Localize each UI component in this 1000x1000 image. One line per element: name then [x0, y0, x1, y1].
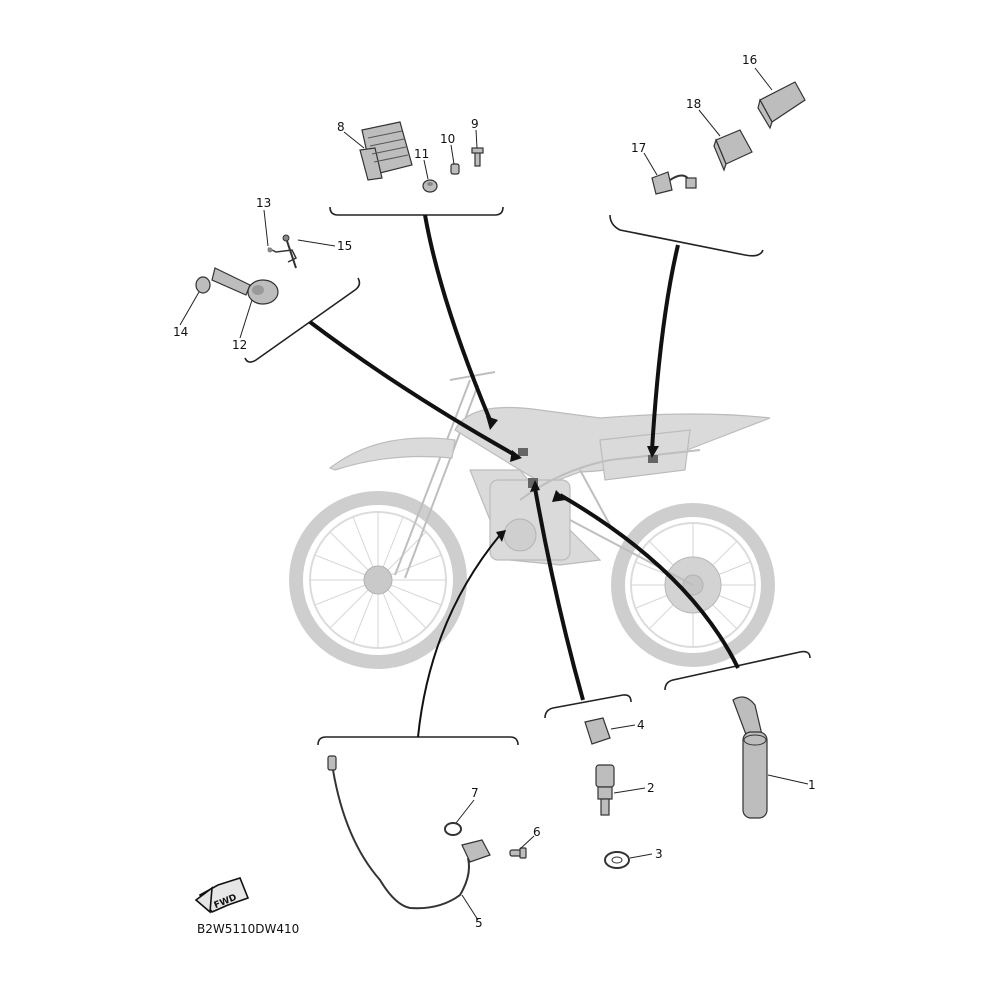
callout-18: 18	[686, 97, 701, 111]
fwd-arrow-icon: FWD	[194, 877, 250, 914]
part-14-cap	[195, 276, 211, 294]
callout-2: 2	[647, 781, 655, 795]
group-bracket-ecu	[329, 206, 504, 216]
callout-1: 1	[808, 778, 816, 792]
part-4-cover	[584, 717, 611, 745]
callout-15: 15	[337, 239, 352, 253]
part-17-connector	[651, 171, 697, 195]
part-1-plug-cap	[732, 696, 768, 819]
part-11-grommet	[422, 179, 438, 193]
callout-13: 13	[256, 196, 271, 210]
part-9-bolt	[471, 147, 484, 167]
part-7-o-ring	[444, 822, 462, 836]
callout-17: 17	[631, 141, 646, 155]
leader-lines	[179, 67, 809, 921]
callout-9: 9	[471, 117, 479, 131]
callout-11: 11	[414, 147, 429, 161]
part-16-relay-box	[757, 81, 806, 130]
group-bracket-fuse	[609, 214, 764, 257]
callout-5: 5	[475, 916, 483, 930]
callout-12: 12	[232, 338, 247, 352]
callout-6: 6	[533, 825, 541, 839]
group-bracket-sensor	[317, 736, 519, 746]
group-bracket-coil	[244, 277, 361, 363]
motorcycle-illustration	[289, 371, 775, 669]
part-6-bolt	[509, 847, 527, 859]
callout-7: 7	[471, 786, 479, 800]
callout-3: 3	[655, 847, 663, 861]
part-12-ignition-coil	[211, 267, 279, 305]
callout-16: 16	[742, 53, 757, 67]
part-3-gasket	[604, 851, 630, 869]
part-5-sensor-lead	[327, 755, 470, 910]
callout-4: 4	[637, 718, 645, 732]
part-18-relay	[713, 129, 753, 172]
part-5-sensor-body	[461, 839, 491, 863]
part-15-screw	[282, 234, 297, 269]
part-10-collar	[450, 163, 460, 175]
callout-8: 8	[337, 120, 345, 134]
part-8-ecu	[359, 121, 413, 181]
part-2-thermo-unit	[595, 764, 615, 816]
callout-14: 14	[173, 325, 188, 339]
group-bracket-thermo	[544, 694, 632, 719]
catalog-code: B2W5110DW410	[197, 922, 299, 936]
front-wheel	[289, 491, 467, 669]
callout-10: 10	[440, 132, 455, 146]
